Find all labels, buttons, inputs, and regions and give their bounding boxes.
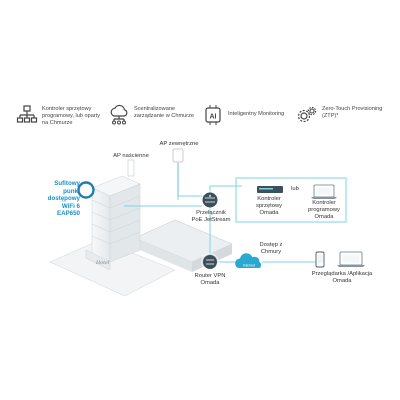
hardware-controller-icon: [257, 186, 283, 193]
cloud-network-icon: [110, 104, 128, 125]
router-label: Router VPN Omada: [194, 273, 226, 287]
laptop-icon: [311, 184, 337, 199]
feature-monitoring-text: Inteligentny Monitoring: [228, 111, 285, 117]
hotel-sign-base: [85, 249, 111, 271]
feature-monitoring: AI Inteligentny Monitoring: [202, 104, 290, 126]
connection-lines: [124, 163, 347, 263]
laptop-app-icon: [337, 251, 365, 267]
ap-highlight-ring: [77, 181, 95, 199]
poe-switch-icon: [200, 190, 220, 210]
feature-controller: Kontroler sprzętowy programowy, lub opar…: [16, 104, 102, 127]
gears-icon: [297, 106, 317, 123]
cloud-access-label: Dostęp z Chmury: [259, 242, 283, 256]
low-building-front: [135, 238, 192, 272]
network-hierarchy-icon: [16, 105, 38, 123]
feature-ztp-text: Zero-Touch Provisioning (ZTP)*: [322, 106, 383, 120]
feature-cloud-text: Scentralizowane zarządzanie w Chmurze: [134, 106, 195, 120]
svg-text:AI: AI: [210, 114, 217, 121]
ai-chip-icon: AI: [205, 105, 221, 125]
ap-ceiling-label: AP naścienne: [113, 153, 149, 159]
ap-ceiling-device-icon: [127, 159, 135, 177]
hotel-building: [91, 159, 141, 263]
vpn-router-icon: [201, 253, 219, 271]
internet-label: Internet: [243, 264, 255, 268]
highlight-ap-label: Sufitowy punkt dostępowy WiFi 6 EAP650: [47, 180, 80, 218]
internet-cloud-icon: [235, 253, 262, 268]
feature-controller-text: Kontroler sprzętowy programowy, lub opar…: [42, 106, 101, 127]
feature-cloud: Scentralizowane zarządzanie w Chmurze: [108, 104, 198, 126]
browser-app-label: Przeglądarka /Aplikacja Omada: [311, 271, 373, 285]
switch-label: Przełącznik PoE JetStream: [191, 210, 231, 224]
hotel-sign: Hotel: [95, 260, 110, 266]
ap-outdoor-label: AP zewnętrzne: [159, 141, 199, 147]
or-label: lub: [291, 186, 299, 192]
hw-controller-label: Kontroler sprzętowy Omada: [255, 196, 283, 217]
ap-outdoor-device-icon: [172, 148, 184, 163]
phone-icon: [315, 251, 325, 268]
feature-ztp: Zero-Touch Provisioning (ZTP)*: [296, 104, 396, 126]
ground-plaza: [49, 239, 176, 297]
sw-controller-label: Kontroler programowy Omada: [308, 200, 340, 221]
